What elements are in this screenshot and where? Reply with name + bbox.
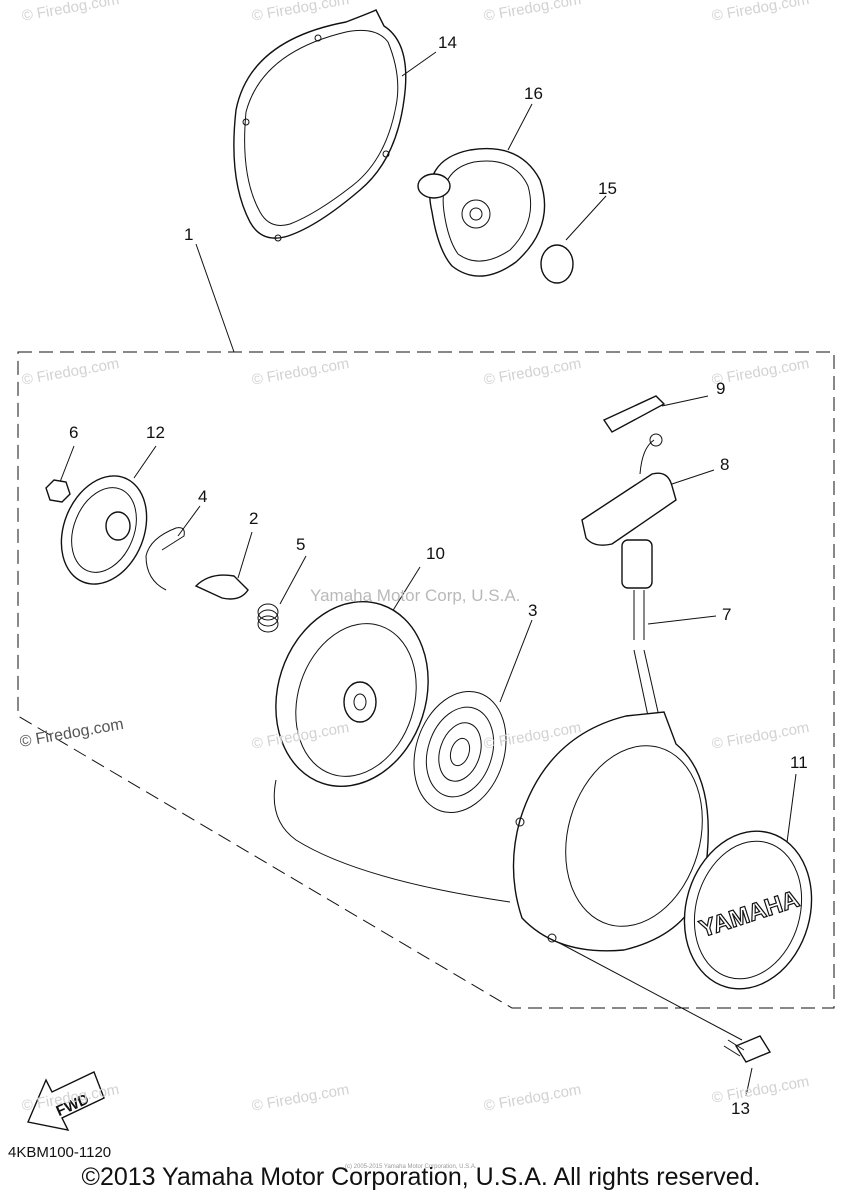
part-16-drive-pulley [417,147,546,277]
part-3-spiral-spring [413,690,507,814]
part-5-spring [257,603,279,633]
callout-10: 10 [426,544,445,563]
callout-13: 13 [731,1099,750,1118]
part-6-nut [45,479,71,503]
callout-1: 1 [184,225,194,244]
part-code: 4KBM100-1120 [8,1144,112,1161]
leader-lines [59,51,797,1097]
callout-8: 8 [720,455,730,474]
part-15-o-ring [540,244,574,284]
assembly-boundary [17,351,835,1009]
callout-6: 6 [69,423,79,442]
callout-7: 7 [722,605,732,624]
copyright-notice: ©2013 Yamaha Motor Corporation, U.S.A. A… [81,1163,761,1191]
part-10-reel [275,601,429,787]
callout-4: 4 [198,487,208,506]
part-7-rope [273,590,659,903]
part-11-cover: YAMAHA [683,830,813,990]
part-13-bolt [723,1035,772,1063]
callout-16: 16 [524,84,543,103]
callout-2: 2 [249,509,259,528]
part-2-pawl [194,574,249,600]
part-9-clip [602,395,666,433]
callout-3: 3 [528,601,538,620]
callout-12: 12 [146,423,165,442]
watermark-center: Yamaha Motor Corp, U.S.A. [310,586,521,605]
part-12-plate [60,475,148,585]
callout-9: 9 [716,379,726,398]
part-8-handle [581,433,677,589]
tiny-credit: (c) 2005-2015 Yamaha Motor Corporation, … [345,1164,477,1170]
part-4-spring [145,527,185,591]
callout-11: 11 [790,753,808,772]
callout-5: 5 [296,535,306,554]
callout-15: 15 [598,179,617,198]
part-14-gasket [233,9,407,242]
callout-14: 14 [438,33,457,52]
